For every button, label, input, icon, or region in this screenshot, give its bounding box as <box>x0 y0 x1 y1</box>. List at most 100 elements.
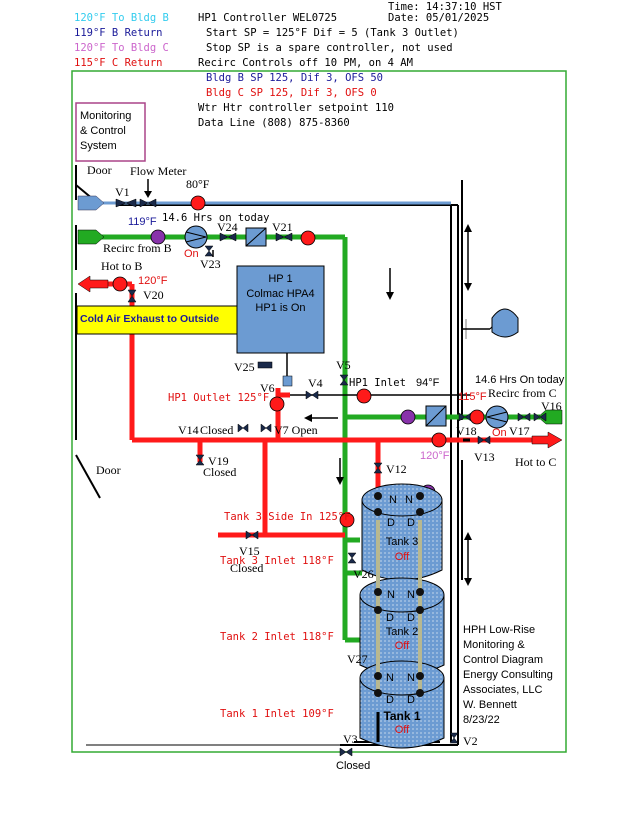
v5-label: V5 <box>336 358 351 372</box>
monitoring-box-label-2: & Control <box>80 125 126 137</box>
v21-label: V21 <box>272 220 293 234</box>
tank3-inlet-label: Tank 3 Inlet 118°F <box>220 555 334 567</box>
credit-line-7: 8/23/22 <box>463 714 500 726</box>
hot-to-b-arrow <box>77 275 109 293</box>
v16-label: V16 <box>541 399 562 413</box>
return-c-temp: 115°F <box>458 391 487 403</box>
controller-label: HP1 Controller WEL0725 <box>198 12 338 24</box>
hp1-inlet-label: HP1 Inlet <box>349 377 406 389</box>
valve-v7 <box>260 423 272 433</box>
legend-c-return: 115°F C Return <box>74 57 163 69</box>
valve-v15 <box>245 530 259 540</box>
valve-v18 <box>458 412 472 422</box>
credit-line-1: HPH Low-Rise <box>463 624 536 636</box>
hp1-inlet-temp: 94°F <box>416 377 440 389</box>
recirc-from-b-label: Recirc from B <box>103 241 172 255</box>
v6-label: V6 <box>260 381 275 395</box>
v14-label: V14 <box>178 423 199 437</box>
hot-b-temp: 120°F <box>138 275 168 287</box>
pump-c <box>485 405 509 429</box>
cold-air-exhaust-label: Cold Air Exhaust to Outside <box>80 313 220 325</box>
frame <box>71 70 567 753</box>
v3-closed-label: Closed <box>336 760 371 772</box>
sensor-hot-b <box>112 276 128 292</box>
tank2-node-n-left: N <box>387 589 395 601</box>
valve-v19 <box>195 454 205 466</box>
valve-v2 <box>449 732 459 744</box>
tank3-label: Tank 3 <box>385 536 419 548</box>
valve-v24 <box>219 232 237 242</box>
v19-label: V19 <box>208 454 229 468</box>
legend-b-return: 119°F B Return <box>74 27 163 39</box>
hp1-model: Colmac HPA4 <box>246 288 315 300</box>
v4-label: V4 <box>308 376 323 390</box>
v12-label: V12 <box>386 462 407 476</box>
monitoring-box-label-3: System <box>80 140 117 152</box>
legend-to-bldg-b: 120°F To Bldg B <box>74 12 169 24</box>
door-left-label: Door <box>96 463 121 477</box>
hp1-outlet-label: HP1 Outlet 125°F <box>168 392 270 404</box>
v27-label: V27 <box>347 652 368 666</box>
credit-line-6: W. Bennett <box>463 699 517 711</box>
valve-v20 <box>127 289 137 303</box>
v15-label: V15 <box>239 544 260 558</box>
v19-closed-label: Closed <box>203 465 237 479</box>
v26-label: V26 <box>353 567 374 581</box>
credit-line-5: Associates, LLC <box>463 684 543 696</box>
temp-sensors <box>112 195 485 528</box>
hot-to-c-label: Hot to C <box>515 455 557 469</box>
valves <box>115 198 547 757</box>
recirc-from-b-arrow <box>77 229 105 245</box>
v1-label: V1 <box>115 185 130 199</box>
tank1-inlet-label: Tank 1 Inlet 109°F <box>220 708 334 720</box>
valve-v3 <box>339 747 353 757</box>
sensor-hot-c <box>431 432 447 448</box>
valve-v26 <box>347 552 357 564</box>
valve-v25 <box>257 361 273 369</box>
hp1-status: HP1 is On <box>255 302 306 314</box>
hot-to-c-arrow <box>531 431 563 449</box>
valve-v4 <box>305 390 319 400</box>
sensor-c-return <box>469 409 485 425</box>
valve-v12 <box>373 462 383 474</box>
monitoring-box-label-1: Monitoring <box>80 110 132 122</box>
cold-air-exhaust-box <box>76 305 242 335</box>
tank1-status: Off <box>394 724 410 736</box>
tank2-inlet-label: Tank 2 Inlet 118°F <box>220 631 334 643</box>
sensor-hp1-outlet <box>269 396 285 412</box>
tank3-status: Off <box>394 551 410 563</box>
tank3-node-d-left: D <box>387 517 395 529</box>
tank3-node-n-right: N <box>405 494 413 506</box>
valve-v1 <box>115 198 137 208</box>
hp1-title: HP 1 <box>268 273 293 285</box>
bldg-c-setpoint: Bldg C SP 125, Dif 3, OFS 0 <box>206 87 377 99</box>
v2-label: V2 <box>463 734 478 748</box>
valve-v16 <box>533 412 547 422</box>
credit-line-4: Energy Consulting <box>463 669 553 681</box>
tank2-node-n-right: N <box>407 589 415 601</box>
tank-nodes <box>374 492 424 697</box>
v23-label: V23 <box>200 257 221 271</box>
tank-2 <box>359 577 445 676</box>
hot-to-b-label: Hot to B <box>101 259 143 273</box>
stop-setpoint: Stop SP is a spare controller, not used <box>206 42 453 54</box>
tank-interconnects <box>376 520 422 690</box>
tank1-node-n-right: N <box>407 672 415 684</box>
tank3-node-n-left: N <box>389 494 397 506</box>
v13-label: V13 <box>474 450 495 464</box>
date-readout: Date: 05/01/2025 <box>388 12 490 24</box>
sensor-hp1-inlet <box>356 388 372 404</box>
tank3-node-d-right: D <box>407 517 415 529</box>
recirc-schedule: Recirc Controls off 10 PM, on 4 AM <box>198 57 413 69</box>
pump-c-status: On <box>492 427 507 439</box>
pump-b-status: On <box>184 248 199 260</box>
hrs-on-b: 14.6 Hrs on today <box>162 212 270 224</box>
start-setpoint: Start SP = 125°F Dif = 5 (Tank 3 Outlet) <box>206 27 459 39</box>
supply-temp: 80°F <box>186 177 210 191</box>
v15-closed-label: Closed <box>230 561 264 575</box>
check-valves <box>245 227 447 427</box>
tank2-node-d-right: D <box>407 612 415 624</box>
data-line: Data Line (808) 875-8360 <box>198 117 350 129</box>
valve-v14 <box>237 423 249 433</box>
v3-label: V3 <box>343 732 358 746</box>
